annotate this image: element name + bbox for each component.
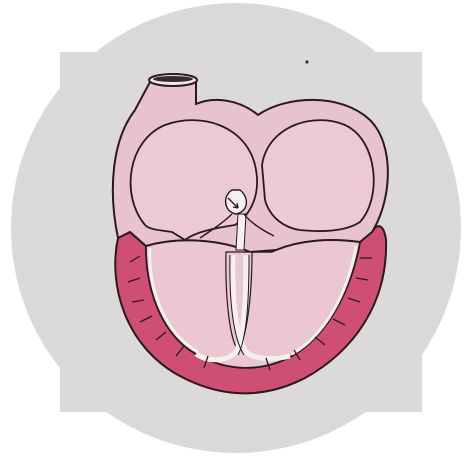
aorta-rim bbox=[153, 76, 193, 82]
left-atrium bbox=[262, 120, 374, 231]
av-node bbox=[226, 190, 247, 214]
bundle-of-his bbox=[236, 214, 246, 250]
top-dot bbox=[305, 60, 308, 63]
